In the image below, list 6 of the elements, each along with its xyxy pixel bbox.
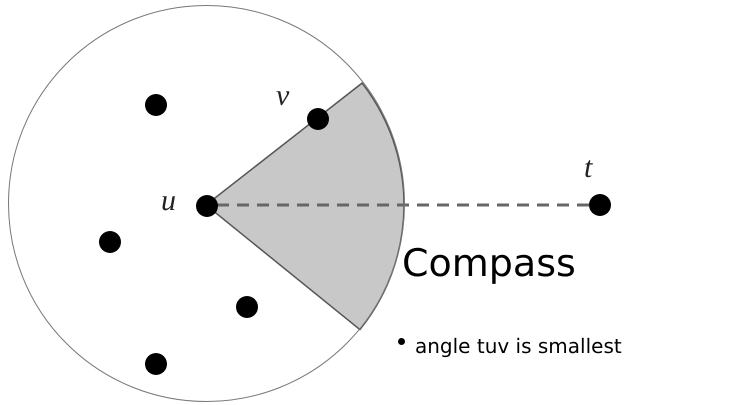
point-label: u bbox=[161, 186, 176, 216]
point-label: v bbox=[276, 81, 290, 111]
dashed-line bbox=[217, 204, 589, 206]
point-label: t bbox=[584, 153, 592, 183]
title: Compass bbox=[402, 240, 576, 286]
bullet-text: angle tuv is smallest bbox=[415, 333, 622, 359]
